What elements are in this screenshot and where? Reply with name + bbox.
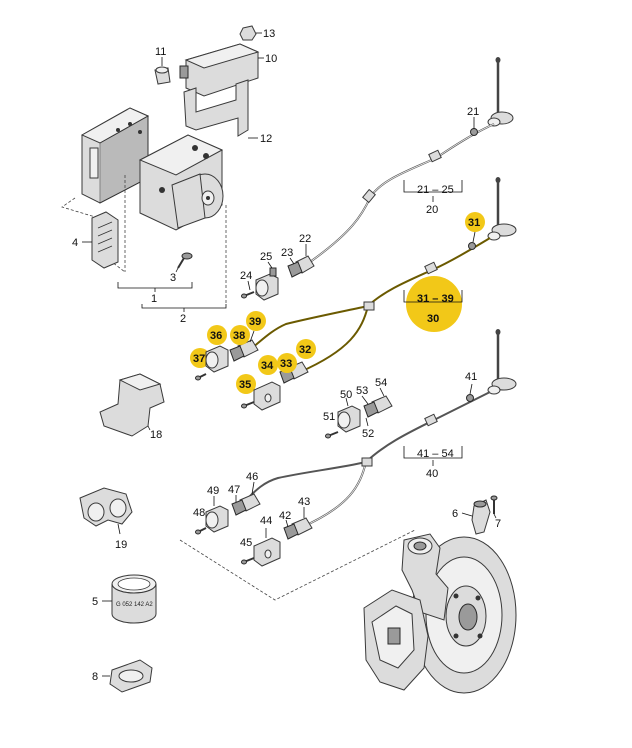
- part-5-marking: G 052 142 A2: [116, 602, 153, 608]
- harness-20: [287, 57, 514, 278]
- part-13-nut: [239, 25, 257, 41]
- part-19-clip: [79, 487, 133, 527]
- label-part-10: 10: [265, 53, 277, 65]
- label-part-46: 46: [246, 471, 258, 483]
- dash-group-1: [61, 197, 126, 273]
- dash-group-40: [179, 529, 416, 601]
- part-44-sensor: [253, 537, 281, 567]
- part-50-sensor: [337, 405, 361, 433]
- range-31-39: 31 – 39: [417, 293, 454, 305]
- part-48-screw: [195, 527, 207, 535]
- label-part-35: 35: [239, 379, 251, 391]
- harness-40: [231, 329, 517, 540]
- highlight-badge-30: [406, 276, 462, 332]
- label-part-49: 49: [207, 485, 219, 497]
- label-part-12: 12: [260, 133, 272, 145]
- label-part-20: 20: [426, 204, 438, 216]
- label-part-45: 45: [240, 537, 252, 549]
- label-part-40: 40: [426, 468, 438, 480]
- label-part-11: 11: [155, 46, 166, 58]
- highlight-badge-31: [465, 212, 485, 232]
- label-part-47: 47: [228, 484, 240, 496]
- part-24-screw: [241, 291, 255, 299]
- label-part-51: 51: [323, 411, 335, 423]
- label-part-38: 38: [233, 330, 245, 342]
- label-part-18: 18: [150, 429, 162, 441]
- label-part-23: 23: [281, 247, 293, 259]
- harness-30: [229, 177, 517, 384]
- part-49-sensor: [205, 505, 229, 533]
- label-part-33: 33: [280, 358, 292, 370]
- part-5-sleeve: G 052 142 A2: [111, 574, 157, 624]
- part-45-screw: [241, 557, 255, 565]
- part-37-screw: [195, 373, 207, 381]
- part-36-sensor: [205, 345, 229, 373]
- label-part-19: 19: [115, 539, 127, 551]
- part-8-grommet: [109, 659, 153, 693]
- label-part-48: 48: [193, 507, 205, 519]
- abs-control-unit: [80, 107, 224, 231]
- part-18-bracket: [99, 373, 165, 437]
- part-6-wheel-sensor: [471, 499, 491, 535]
- label-part-31: 31: [468, 217, 480, 229]
- label-part-54: 54: [375, 377, 387, 389]
- label-part-7: 7: [495, 518, 501, 530]
- part-12-bracket: [183, 79, 249, 137]
- part-7-bolt: [490, 495, 498, 514]
- label-part-3: 3: [170, 272, 176, 284]
- part-4-connector: [91, 211, 119, 269]
- label-part-6: 6: [452, 508, 458, 520]
- label-part-34: 34: [261, 360, 274, 372]
- bracket-part-1: [117, 282, 193, 289]
- part-3-screw: [177, 252, 193, 269]
- highlight-labels: 31 31 – 39 30 39 38 36 37 32 33 34 35: [190, 212, 485, 394]
- label-part-36: 36: [210, 330, 222, 342]
- label-part-13: 13: [263, 28, 275, 40]
- part-25-sensor: [255, 267, 279, 301]
- label-part-8: 8: [92, 671, 98, 683]
- label-part-50: 50: [340, 389, 352, 401]
- range-41-54: 41 – 54: [417, 448, 454, 460]
- bracket-21-25: [403, 180, 463, 193]
- label-part-43: 43: [298, 496, 310, 508]
- part-51-screw: [325, 431, 339, 439]
- label-part-44: 44: [260, 515, 272, 527]
- label-part-52: 52: [362, 428, 374, 440]
- bracket-41-54: [403, 446, 463, 459]
- label-part-21: 21: [467, 106, 479, 118]
- label-part-53: 53: [356, 385, 368, 397]
- part-34-sensor: [253, 381, 281, 411]
- label-part-42: 42: [279, 510, 291, 522]
- range-21-25: 21 – 25: [417, 184, 454, 196]
- label-part-25: 25: [260, 251, 272, 263]
- label-part-41: 41: [465, 371, 477, 383]
- wheel-brake-assembly: [363, 533, 517, 694]
- part-11-grommet: [154, 66, 171, 85]
- label-part-1: 1: [151, 293, 157, 305]
- label-part-5: 5: [92, 596, 98, 608]
- label-part-39: 39: [249, 316, 261, 328]
- label-part-24: 24: [240, 270, 252, 282]
- label-part-2: 2: [180, 313, 186, 325]
- label-part-22: 22: [299, 233, 311, 245]
- label-part-32: 32: [299, 344, 311, 356]
- part-35-screw: [241, 401, 255, 409]
- label-part-37: 37: [193, 353, 205, 365]
- label-part-30: 30: [427, 313, 439, 325]
- label-part-4: 4: [72, 237, 78, 249]
